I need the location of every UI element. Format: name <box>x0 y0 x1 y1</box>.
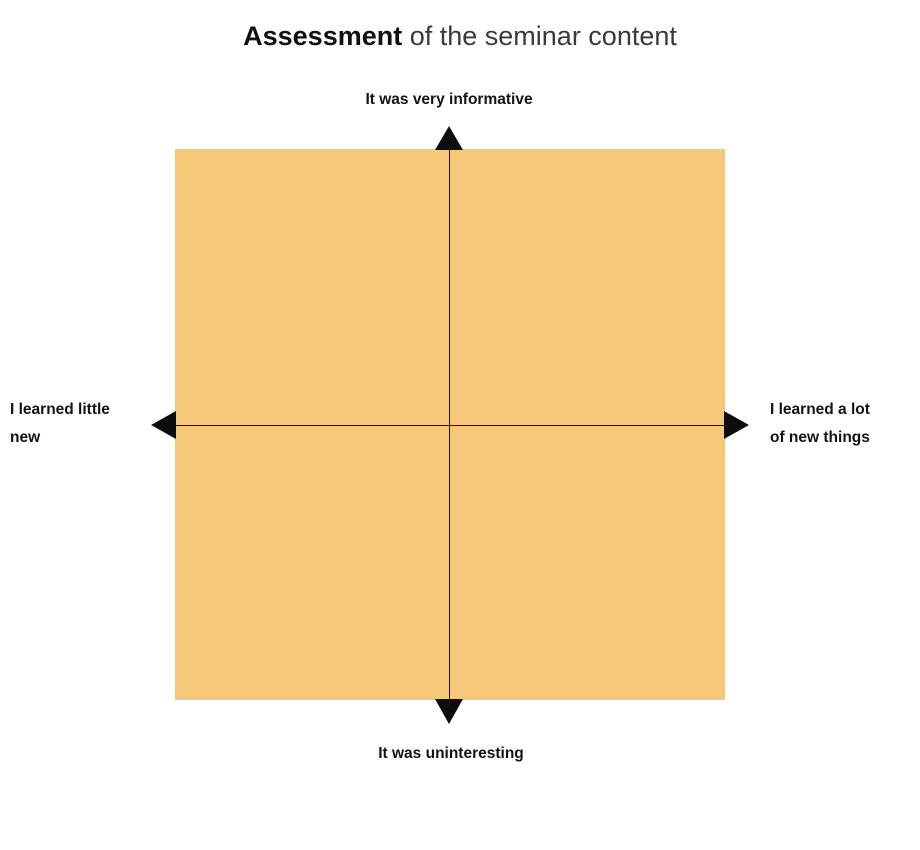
axis-label-left-line-1: I learned little <box>10 401 110 418</box>
arrow-up-icon <box>435 126 463 150</box>
arrow-left-icon <box>151 411 176 439</box>
axis-label-left-line-2: new <box>10 429 41 446</box>
axis-label-left: I learned little new <box>10 396 142 452</box>
axis-label-bottom: It was uninteresting <box>378 745 524 762</box>
horizontal-axis-line <box>173 425 727 427</box>
page-title: Assessment of the seminar content <box>0 18 920 54</box>
axis-label-right-line-2: of new things <box>770 429 870 446</box>
arrow-down-icon <box>435 699 463 724</box>
axis-label-right: I learned a lot of new things <box>770 396 920 452</box>
page-title-rest: of the seminar content <box>402 21 677 51</box>
page-title-strong: Assessment <box>243 21 403 51</box>
arrow-right-icon <box>724 411 749 439</box>
vertical-axis-line <box>449 147 451 702</box>
axis-label-right-line-1: I learned a lot <box>770 401 870 418</box>
axis-label-top: It was very informative <box>365 91 533 108</box>
